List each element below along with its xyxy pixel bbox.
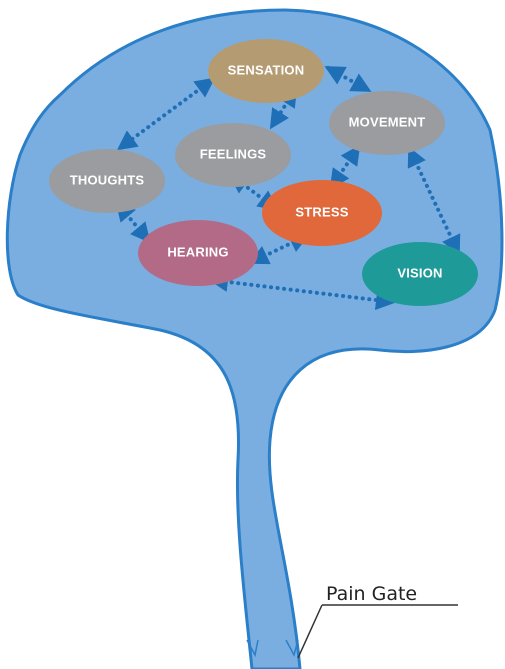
node-feelings-label: FEELINGS <box>200 146 267 161</box>
node-stress: STRESS <box>262 180 382 246</box>
connector-hearing-vision <box>208 272 396 310</box>
node-movement: MOVEMENT <box>329 91 445 155</box>
node-vision: VISION <box>362 242 478 306</box>
node-sensation-shape <box>208 39 324 103</box>
node-thoughts-shape <box>49 149 165 213</box>
node-vision-shape <box>362 242 478 306</box>
node-thoughts: THOUGHTS <box>49 149 165 213</box>
connector-movement-stress <box>329 144 361 190</box>
node-movement-shape <box>329 91 445 155</box>
connector-sensation-thoughts <box>116 77 216 151</box>
pain-gate-label: Pain Gate <box>326 583 417 605</box>
node-movement-label: MOVEMENT <box>349 114 426 129</box>
connector-sensation-movement <box>324 66 372 92</box>
node-thoughts-label: THOUGHTS <box>70 172 145 187</box>
pain-gate-callout: Pain Gate <box>297 583 458 659</box>
node-hearing-label: HEARING <box>167 244 228 259</box>
callout-leader-line <box>297 604 323 659</box>
cord-mark-right <box>285 639 299 658</box>
node-sensation-label: SENSATION <box>228 62 305 77</box>
node-sensation: SENSATION <box>208 39 324 103</box>
node-feelings-shape <box>175 123 291 187</box>
node-feelings: FEELINGS <box>175 123 291 187</box>
node-hearing: HEARING <box>138 220 258 286</box>
node-stress-label: STRESS <box>295 204 348 219</box>
node-stress-shape <box>262 180 382 246</box>
connector-group <box>115 66 461 310</box>
node-vision-label: VISION <box>397 265 442 280</box>
cord-mark-left <box>246 639 259 658</box>
connector-movement-vision <box>407 146 461 256</box>
node-hearing-shape <box>138 220 258 286</box>
